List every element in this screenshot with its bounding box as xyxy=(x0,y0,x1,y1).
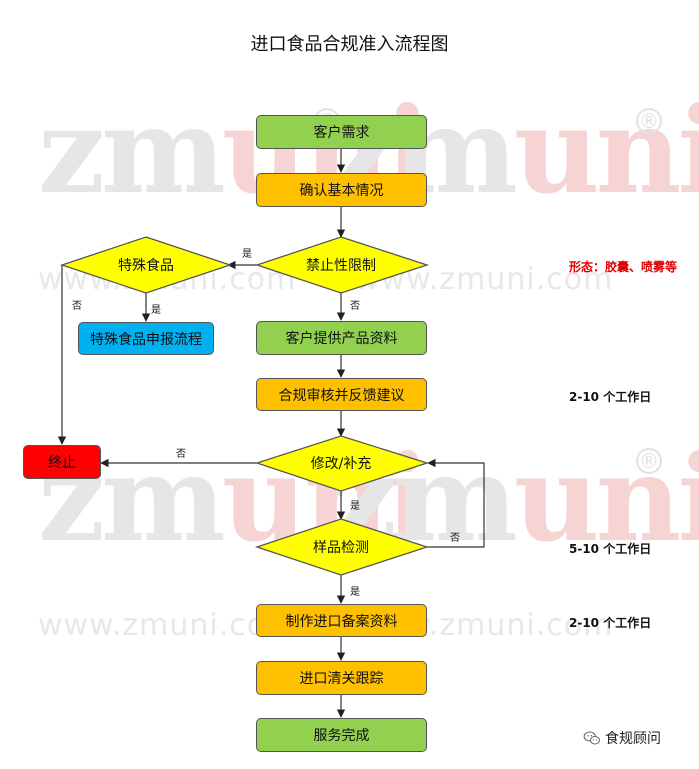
node-prepare-docs: 制作进口备案资料 xyxy=(256,604,427,637)
brand-signature: 食规顾问 xyxy=(583,728,661,748)
decision-prohibited-label: 禁止性限制 xyxy=(306,258,376,274)
watermark-text: zm xyxy=(38,81,226,220)
node-review: 合规审核并反馈建议 xyxy=(256,378,427,411)
watermark-registered-mark: ® xyxy=(636,108,662,134)
watermark-text: uni xyxy=(513,81,699,220)
node-customer-demand: 客户需求 xyxy=(256,115,427,149)
brand-name: 食规顾问 xyxy=(605,731,661,747)
edge-label-no: 否 xyxy=(450,533,460,544)
note-review-duration: 2-10 个工作日 xyxy=(569,390,652,404)
diagram-title: 进口食品合规准入流程图 xyxy=(250,34,449,55)
decision-prohibited-diamond xyxy=(254,236,430,294)
node-confirm-info: 确认基本情况 xyxy=(256,173,427,207)
edge-label-yes: 是 xyxy=(151,305,161,316)
decision-revise-diamond xyxy=(254,435,430,492)
decision-sample-test-diamond xyxy=(254,518,430,576)
watermark-url: www.zmuni.com xyxy=(38,608,297,643)
decision-special-food-label: 特殊食品 xyxy=(118,258,174,274)
edge-label-no: 否 xyxy=(176,449,186,460)
watermark-logo-right: zmuni xyxy=(330,92,699,210)
note-dosage-form: 形态：胶囊、喷雾等 xyxy=(569,260,678,274)
edge-label-no: 否 xyxy=(72,301,82,312)
watermark-registered-mark: ® xyxy=(636,448,662,474)
decision-special-food-diamond xyxy=(59,236,233,294)
node-special-food-process: 特殊食品申报流程 xyxy=(78,322,214,355)
node-service-done: 服务完成 xyxy=(256,718,427,752)
edge-label-no: 否 xyxy=(350,301,360,312)
edge-label-yes: 是 xyxy=(350,587,360,598)
note-docs-duration: 2-10 个工作日 xyxy=(569,616,652,630)
decision-sample-test-label: 样品检测 xyxy=(313,540,369,556)
node-terminate: 终止 xyxy=(23,445,101,479)
decision-revise-label: 修改/补充 xyxy=(310,456,372,472)
connector-test-revise-loop xyxy=(427,458,485,548)
node-customs-tracking: 进口清关跟踪 xyxy=(256,661,427,695)
edge-label-yes: 是 xyxy=(350,501,360,512)
node-provide-info: 客户提供产品资料 xyxy=(256,321,427,355)
edge-label-yes: 是 xyxy=(242,249,252,260)
watermark-text: uni xyxy=(513,429,699,568)
note-test-duration: 5-10 个工作日 xyxy=(569,542,652,556)
wechat-icon xyxy=(583,731,601,745)
